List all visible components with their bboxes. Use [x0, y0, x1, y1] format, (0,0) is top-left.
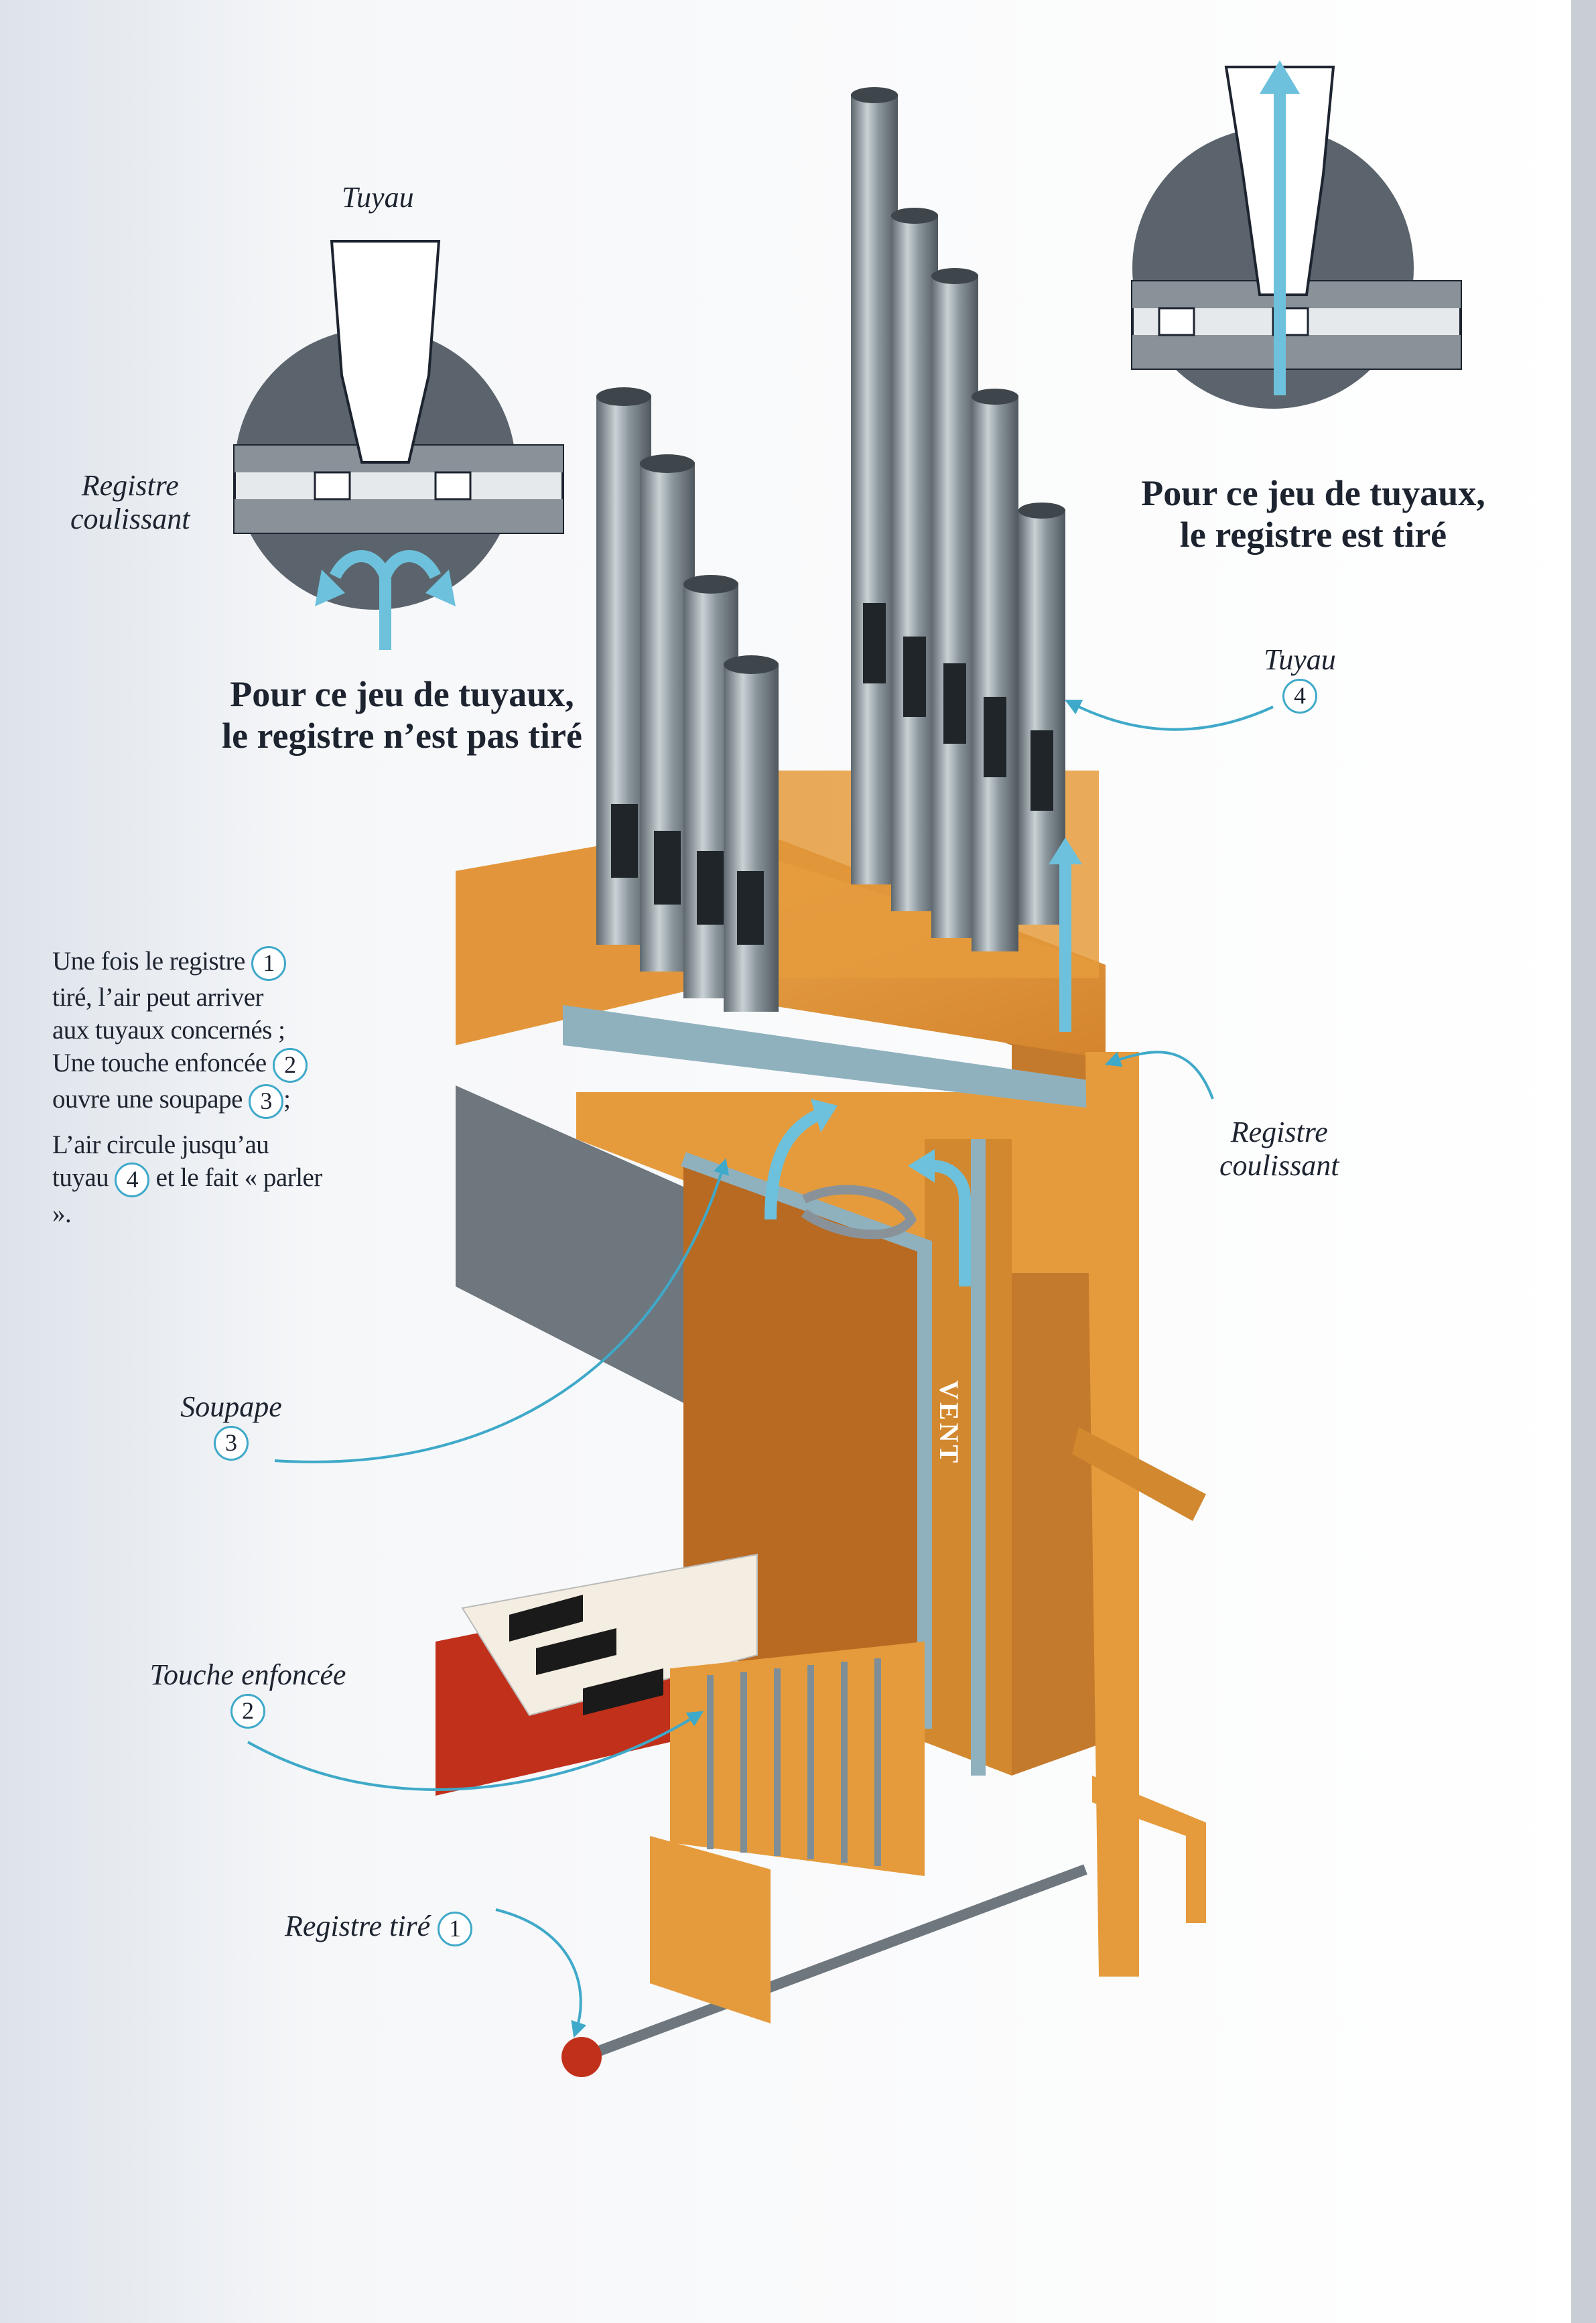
callout-registre-tire-number: 1 — [438, 1911, 473, 1946]
detail-left-slider-line2: coulissant — [70, 503, 190, 535]
pipes-right — [851, 87, 1065, 951]
explanation-line-7: tuyau 4 et le fait « parler ». — [52, 1161, 334, 1230]
callout-soupape-number: 3 — [214, 1425, 249, 1461]
organ-cutaway — [436, 87, 1206, 2077]
detail-left-slider-label: Registre coulissant — [70, 469, 190, 536]
callout-number-3: 3 — [249, 1084, 284, 1120]
detail-right-caption: Pour ce jeu de tuyaux, le registre est t… — [1126, 472, 1501, 555]
callout-tuyau-number: 4 — [1282, 678, 1317, 714]
explanation-line-3: aux tuyaux concernés ; — [52, 1016, 285, 1045]
pipes-left — [596, 387, 779, 1012]
callout-number-4: 4 — [115, 1163, 150, 1198]
callout-touche-label: Touche enfoncée — [149, 1658, 346, 1691]
explanation-line-1-text: Une fois le registre — [52, 947, 245, 976]
explanation-line-1: Une fois le registre 1 — [52, 945, 334, 982]
callout-registre-tire: Registre tiré 1 — [285, 1910, 473, 1946]
callout-registre-tire-label: Registre tiré — [285, 1910, 431, 1942]
detail-right-caption-line1: Pour ce jeu de tuyaux, — [1141, 473, 1485, 513]
explanation-line-4: Une touche enfoncée 2 — [52, 1047, 334, 1083]
explanation-line-2: tiré, l’air peut arriver — [52, 983, 264, 1012]
callout-soupape-label: Soupape — [180, 1390, 282, 1423]
detail-right-caption-line2: le registre est tiré — [1179, 515, 1447, 555]
callout-soupape: Soupape 3 — [171, 1390, 291, 1461]
callout-touche-number: 2 — [230, 1693, 265, 1729]
callout-tuyau-label: Tuyau — [1264, 643, 1336, 676]
callout-registre-coulissant-line2: coulissant — [1219, 1149, 1339, 1182]
detail-left-disc — [233, 240, 564, 650]
explanation-line-5: ouvre une soupape 3; — [52, 1083, 334, 1120]
explanation-line-4-text: Une touche enfoncée — [52, 1049, 267, 1078]
explanation-line-7-after: et le fait « parler ». — [52, 1163, 322, 1229]
callout-registre-coulissant-line1: Registre — [1230, 1116, 1328, 1148]
detail-left-caption-line1: Pour ce jeu de tuyaux, — [230, 674, 574, 714]
detail-left-caption: Pour ce jeu de tuyaux, le registre n’est… — [201, 673, 603, 756]
callout-number-2: 2 — [272, 1048, 308, 1083]
callout-leaders — [247, 700, 1274, 2038]
detail-left-pipe-label: Tuyau — [342, 181, 414, 214]
detail-right-disc — [1131, 60, 1462, 409]
explanation-line-6: L’air circule jusqu’au — [52, 1130, 269, 1160]
explanation-line-7-text: tuyau — [52, 1163, 109, 1193]
callout-touche: Touche enfoncée 2 — [141, 1658, 355, 1729]
callout-tuyau: Tuyau 4 — [1260, 643, 1340, 714]
explanation-line-5-after: ; — [283, 1085, 291, 1114]
explanation-line-5-text: ouvre une soupape — [52, 1085, 243, 1114]
detail-left-slider-line1: Registre — [81, 469, 179, 502]
explanation-block: Une fois le registre 1 tiré, l’air peut … — [52, 945, 334, 1230]
callout-number-1: 1 — [251, 946, 287, 982]
callout-registre-coulissant: Registre coulissant — [1219, 1116, 1339, 1183]
page-edge — [1571, 0, 1596, 2323]
keyboard — [436, 1553, 758, 1796]
wind-label: VENT — [934, 1380, 964, 1466]
detail-left-caption-line2: le registre n’est pas tiré — [222, 716, 582, 756]
